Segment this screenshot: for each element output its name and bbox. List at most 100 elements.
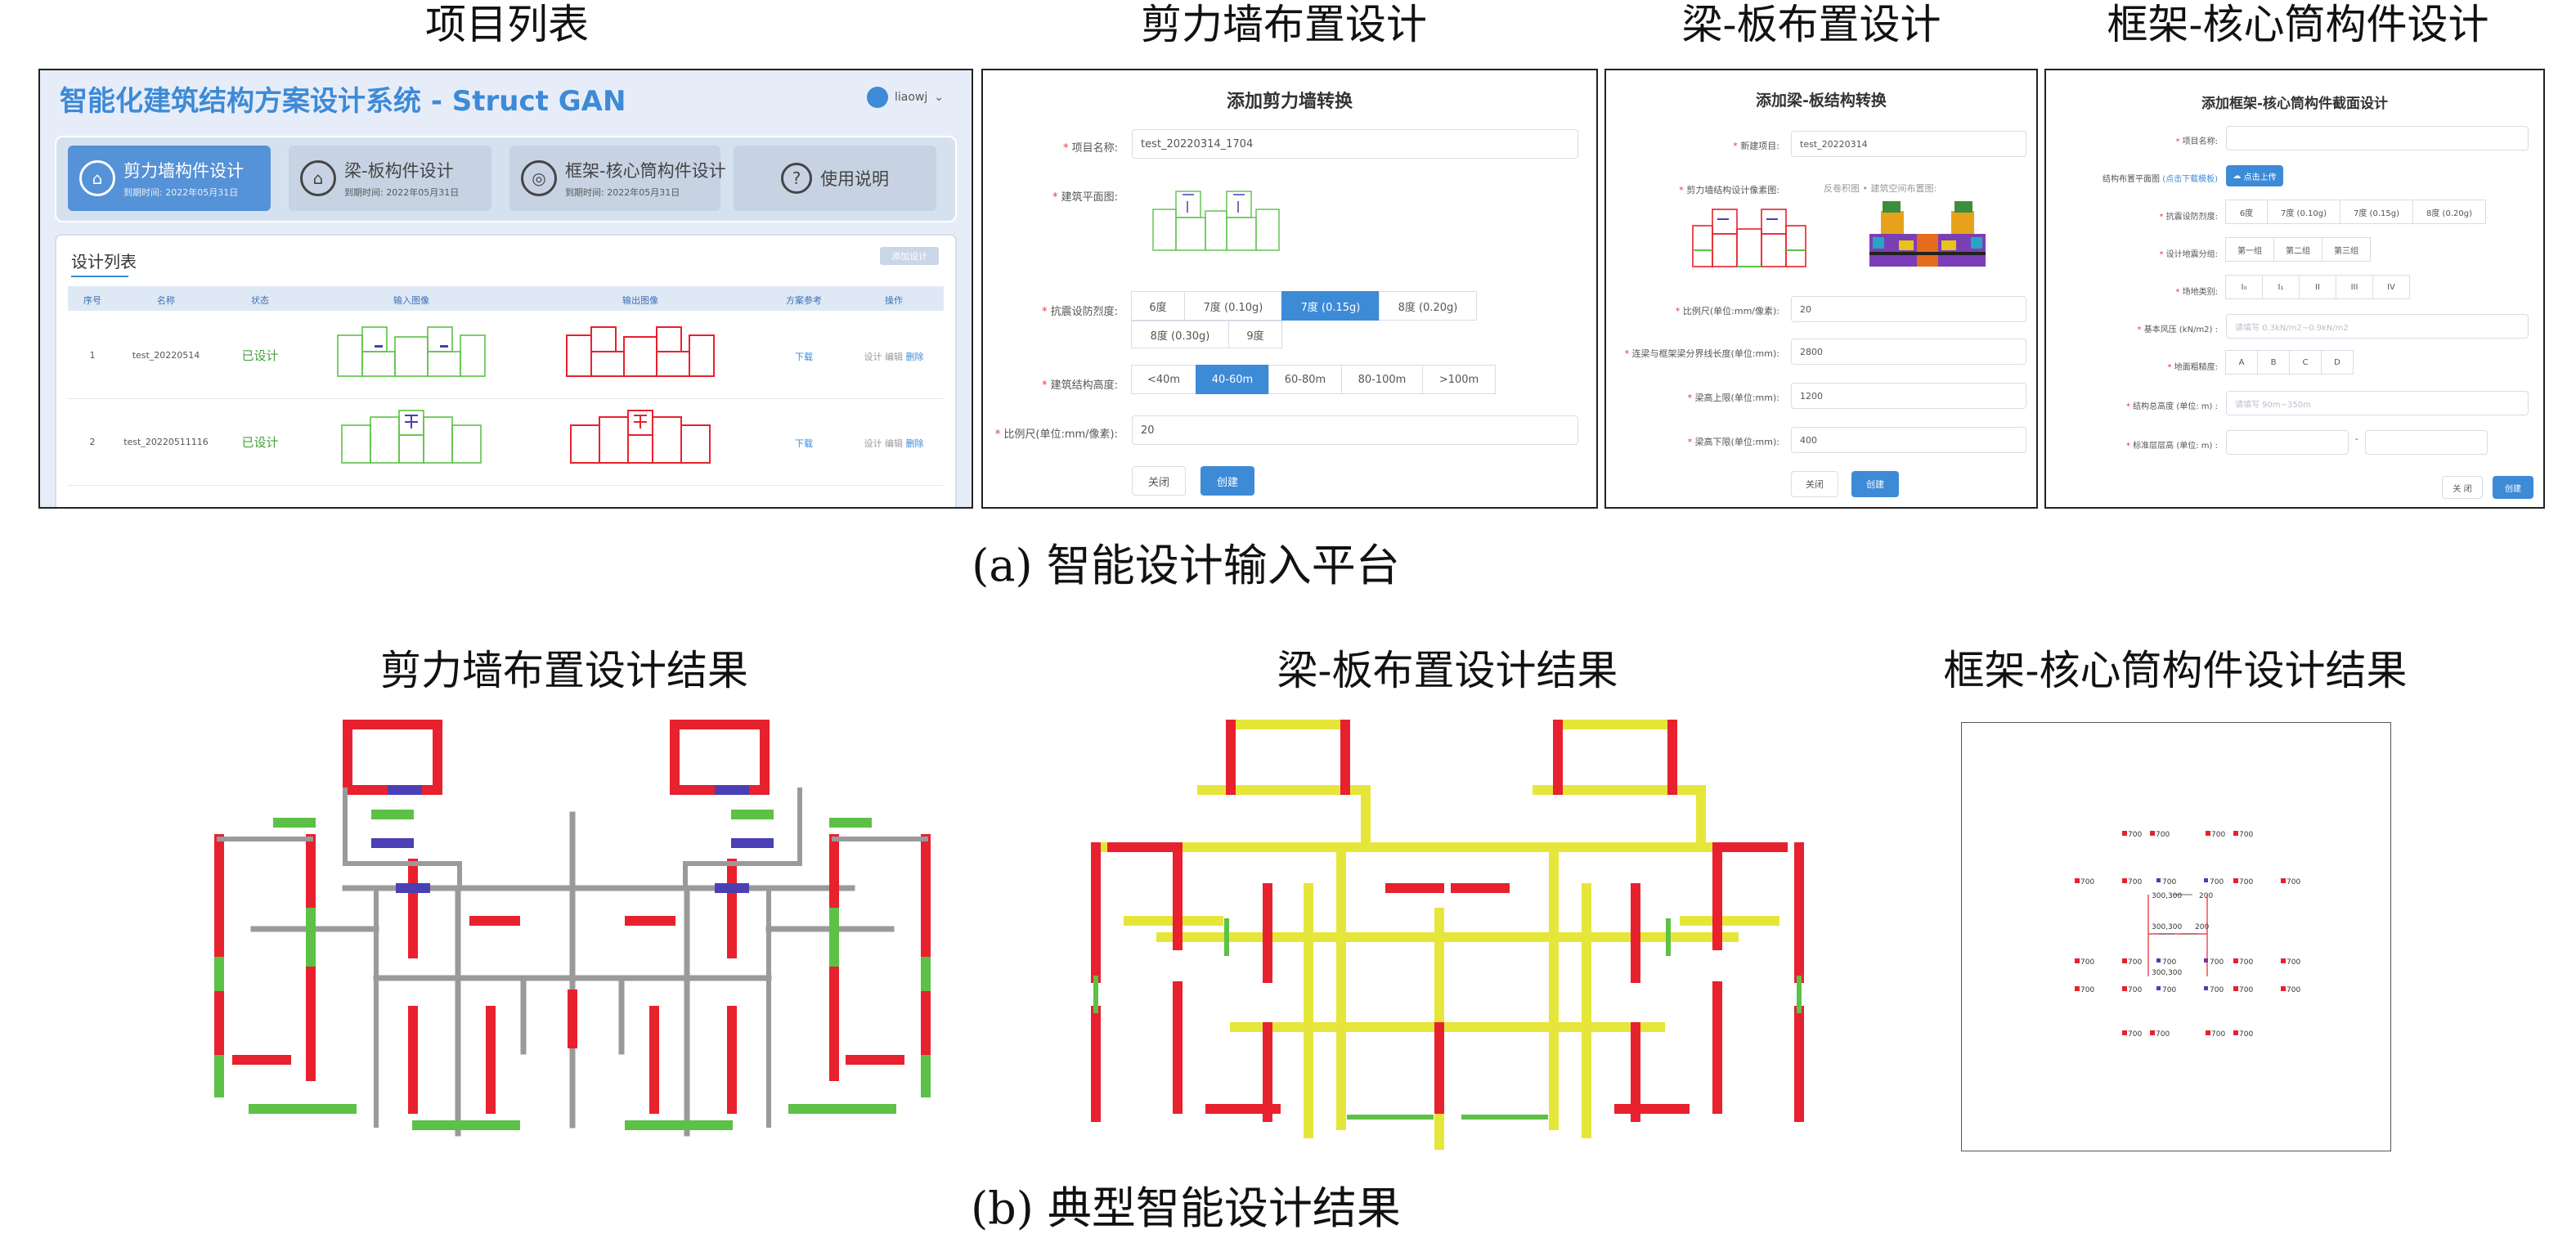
seismic-option[interactable]: 8度 (0.30g): [1131, 321, 1229, 348]
output-image-thumbnail[interactable]: [559, 321, 722, 386]
download-link[interactable]: 下载: [795, 438, 813, 449]
floor-height-min-input[interactable]: [2226, 430, 2349, 455]
svg-text:700: 700: [2080, 878, 2094, 886]
download-link[interactable]: 下载: [795, 352, 813, 362]
group-option[interactable]: 第三组: [2322, 237, 2371, 262]
project-name-input[interactable]: test_20220314: [1791, 131, 2026, 157]
height-option-selected[interactable]: 40-60m: [1196, 365, 1269, 394]
create-button[interactable]: 创建: [2493, 476, 2533, 499]
input-image-thumbnail[interactable]: [330, 321, 493, 386]
output-image-thumbnail[interactable]: [559, 407, 722, 473]
svg-text:700: 700: [2162, 878, 2176, 886]
download-template-link[interactable]: (点击下载模板): [2162, 175, 2218, 184]
height-option[interactable]: <40m: [1131, 365, 1196, 394]
field-label: * 地面粗糙度:: [2167, 363, 2218, 372]
user-menu[interactable]: liaowj ⌄: [867, 87, 944, 108]
close-button[interactable]: 关闭: [1791, 471, 1838, 497]
seismic-option[interactable]: 7度 (0.10g): [1184, 291, 1282, 321]
nav-label: 梁-板构件设计: [344, 161, 454, 181]
caption-a: (a) 智能设计输入平台: [972, 540, 1400, 591]
seismic-option[interactable]: 8度 (0.20g): [2412, 200, 2486, 224]
add-design-button[interactable]: 添加设计: [880, 247, 939, 265]
field-label: * 建筑平面图:: [1052, 191, 1118, 204]
row-status: 已设计: [241, 348, 279, 363]
roughness-selector: A B C D: [2225, 350, 2354, 375]
field-label: * 结构总高度 (单位: m) :: [2125, 402, 2218, 411]
roughness-option[interactable]: D: [2321, 350, 2354, 375]
seismic-intensity-selector: 6度 7度 (0.10g) 7度 (0.15g) 8度 (0.20g): [1131, 291, 1477, 321]
building-icon: ⌂: [79, 160, 115, 196]
wind-pressure-input[interactable]: 请填写 0.3kN/m2~0.9kN/m2: [2226, 314, 2529, 339]
scale-input[interactable]: 20: [1791, 296, 2026, 322]
seismic-option[interactable]: 7度 (0.15g): [2340, 200, 2413, 224]
height-option[interactable]: >100m: [1422, 365, 1496, 394]
span-limit-input[interactable]: 2800: [1791, 339, 2026, 365]
site-option[interactable]: IV: [2372, 275, 2410, 299]
nav-label: 框架-核心筒构件设计: [565, 161, 726, 181]
input-image-thumbnail[interactable]: [330, 407, 493, 473]
create-button[interactable]: 创建: [1200, 466, 1254, 496]
group-option[interactable]: 第二组: [2273, 237, 2322, 262]
svg-text:300,300: 300,300: [2152, 969, 2182, 977]
site-option[interactable]: II: [2299, 275, 2336, 299]
svg-text:700: 700: [2128, 1030, 2142, 1039]
delete-action[interactable]: 删除: [905, 438, 924, 449]
design-action[interactable]: 设计: [864, 438, 882, 449]
edit-action[interactable]: 编辑: [885, 352, 903, 362]
upload-label: 点击上传: [2243, 173, 2277, 182]
floor-height-max-input[interactable]: [2365, 430, 2488, 455]
nav-help[interactable]: ? 使用说明: [734, 146, 936, 211]
svg-text:200: 200: [2199, 892, 2213, 900]
seismic-option[interactable]: 7度 (0.10g): [2267, 200, 2340, 224]
seismic-option-selected[interactable]: 7度 (0.15g): [1281, 291, 1380, 321]
nav-beam-slab[interactable]: ⌂ 梁-板构件设计到期时间: 2022年05月31日: [289, 146, 491, 211]
nav-frame-core[interactable]: ◎ 框架-核心筒构件设计到期时间: 2022年05月31日: [509, 146, 726, 211]
height-option[interactable]: 80-100m: [1341, 365, 1423, 394]
roughness-option[interactable]: B: [2257, 350, 2290, 375]
field-label: * 项目名称:: [1062, 142, 1118, 155]
site-option[interactable]: III: [2336, 275, 2373, 299]
svg-text:700: 700: [2210, 986, 2224, 994]
roughness-option[interactable]: A: [2225, 350, 2258, 375]
height-option[interactable]: 60-80m: [1268, 365, 1342, 394]
design-list-card: 设计列表 添加设计 序号 名称 状态 输入图像 输出图像 方案参考 操作 1 t…: [55, 234, 957, 507]
svg-text:700: 700: [2210, 958, 2224, 967]
beam-height-lower-input[interactable]: 400: [1791, 427, 2026, 453]
group-option[interactable]: 第一组: [2225, 237, 2274, 262]
total-height-input[interactable]: 请填写 90m~350m: [2226, 391, 2529, 415]
seismic-option[interactable]: 6度: [2225, 200, 2268, 224]
scale-input[interactable]: 20: [1132, 415, 1578, 445]
field-label: * 抗震设防烈度:: [2159, 213, 2218, 222]
floor-plan-preview[interactable]: [1147, 177, 1286, 263]
roughness-option[interactable]: C: [2289, 350, 2322, 375]
edit-action[interactable]: 编辑: [885, 438, 903, 449]
svg-text:700: 700: [2128, 878, 2142, 886]
beam-height-upper-input[interactable]: 1200: [1791, 383, 2026, 409]
project-name-input[interactable]: [2226, 126, 2529, 150]
nav-shear-wall[interactable]: ⌂ 剪力墙构件设计到期时间: 2022年05月31日: [68, 146, 271, 211]
seismic-option[interactable]: 6度: [1131, 291, 1185, 321]
seismic-option[interactable]: 8度 (0.20g): [1379, 291, 1477, 321]
svg-text:300,300: 300,300: [2152, 923, 2182, 931]
design-action[interactable]: 设计: [864, 352, 882, 362]
site-option[interactable]: I₀: [2225, 275, 2263, 299]
core-wall: [2147, 895, 2208, 976]
nav-expire: 到期时间: 2022年05月31日: [344, 187, 460, 198]
seismic-intensity-selector: 6度 7度 (0.10g) 7度 (0.15g) 8度 (0.20g): [2225, 200, 2486, 224]
compass-icon: ◎: [521, 160, 557, 196]
range-separator: -: [2355, 435, 2358, 444]
caption-b: (b) 典型智能设计结果: [971, 1182, 1401, 1234]
project-name-input[interactable]: test_20220314_1704: [1132, 129, 1578, 159]
svg-text:700: 700: [2080, 986, 2094, 994]
delete-action[interactable]: 删除: [905, 352, 924, 362]
upload-button[interactable]: ☁ 点击上传: [2226, 165, 2283, 186]
create-button[interactable]: 创建: [1851, 471, 1899, 497]
site-class-selector: I₀ I₁ II III IV: [2225, 275, 2410, 299]
close-button[interactable]: 关闭: [1132, 466, 1186, 496]
site-option[interactable]: I₁: [2262, 275, 2300, 299]
project-list-panel: 智能化建筑结构方案设计系统 - Struct GAN liaowj ⌄ ⌂ 剪力…: [38, 69, 973, 509]
seismic-option[interactable]: 9度: [1228, 321, 1282, 348]
column-header: 名称: [157, 295, 175, 306]
close-button[interactable]: 关 闭: [2442, 476, 2483, 499]
